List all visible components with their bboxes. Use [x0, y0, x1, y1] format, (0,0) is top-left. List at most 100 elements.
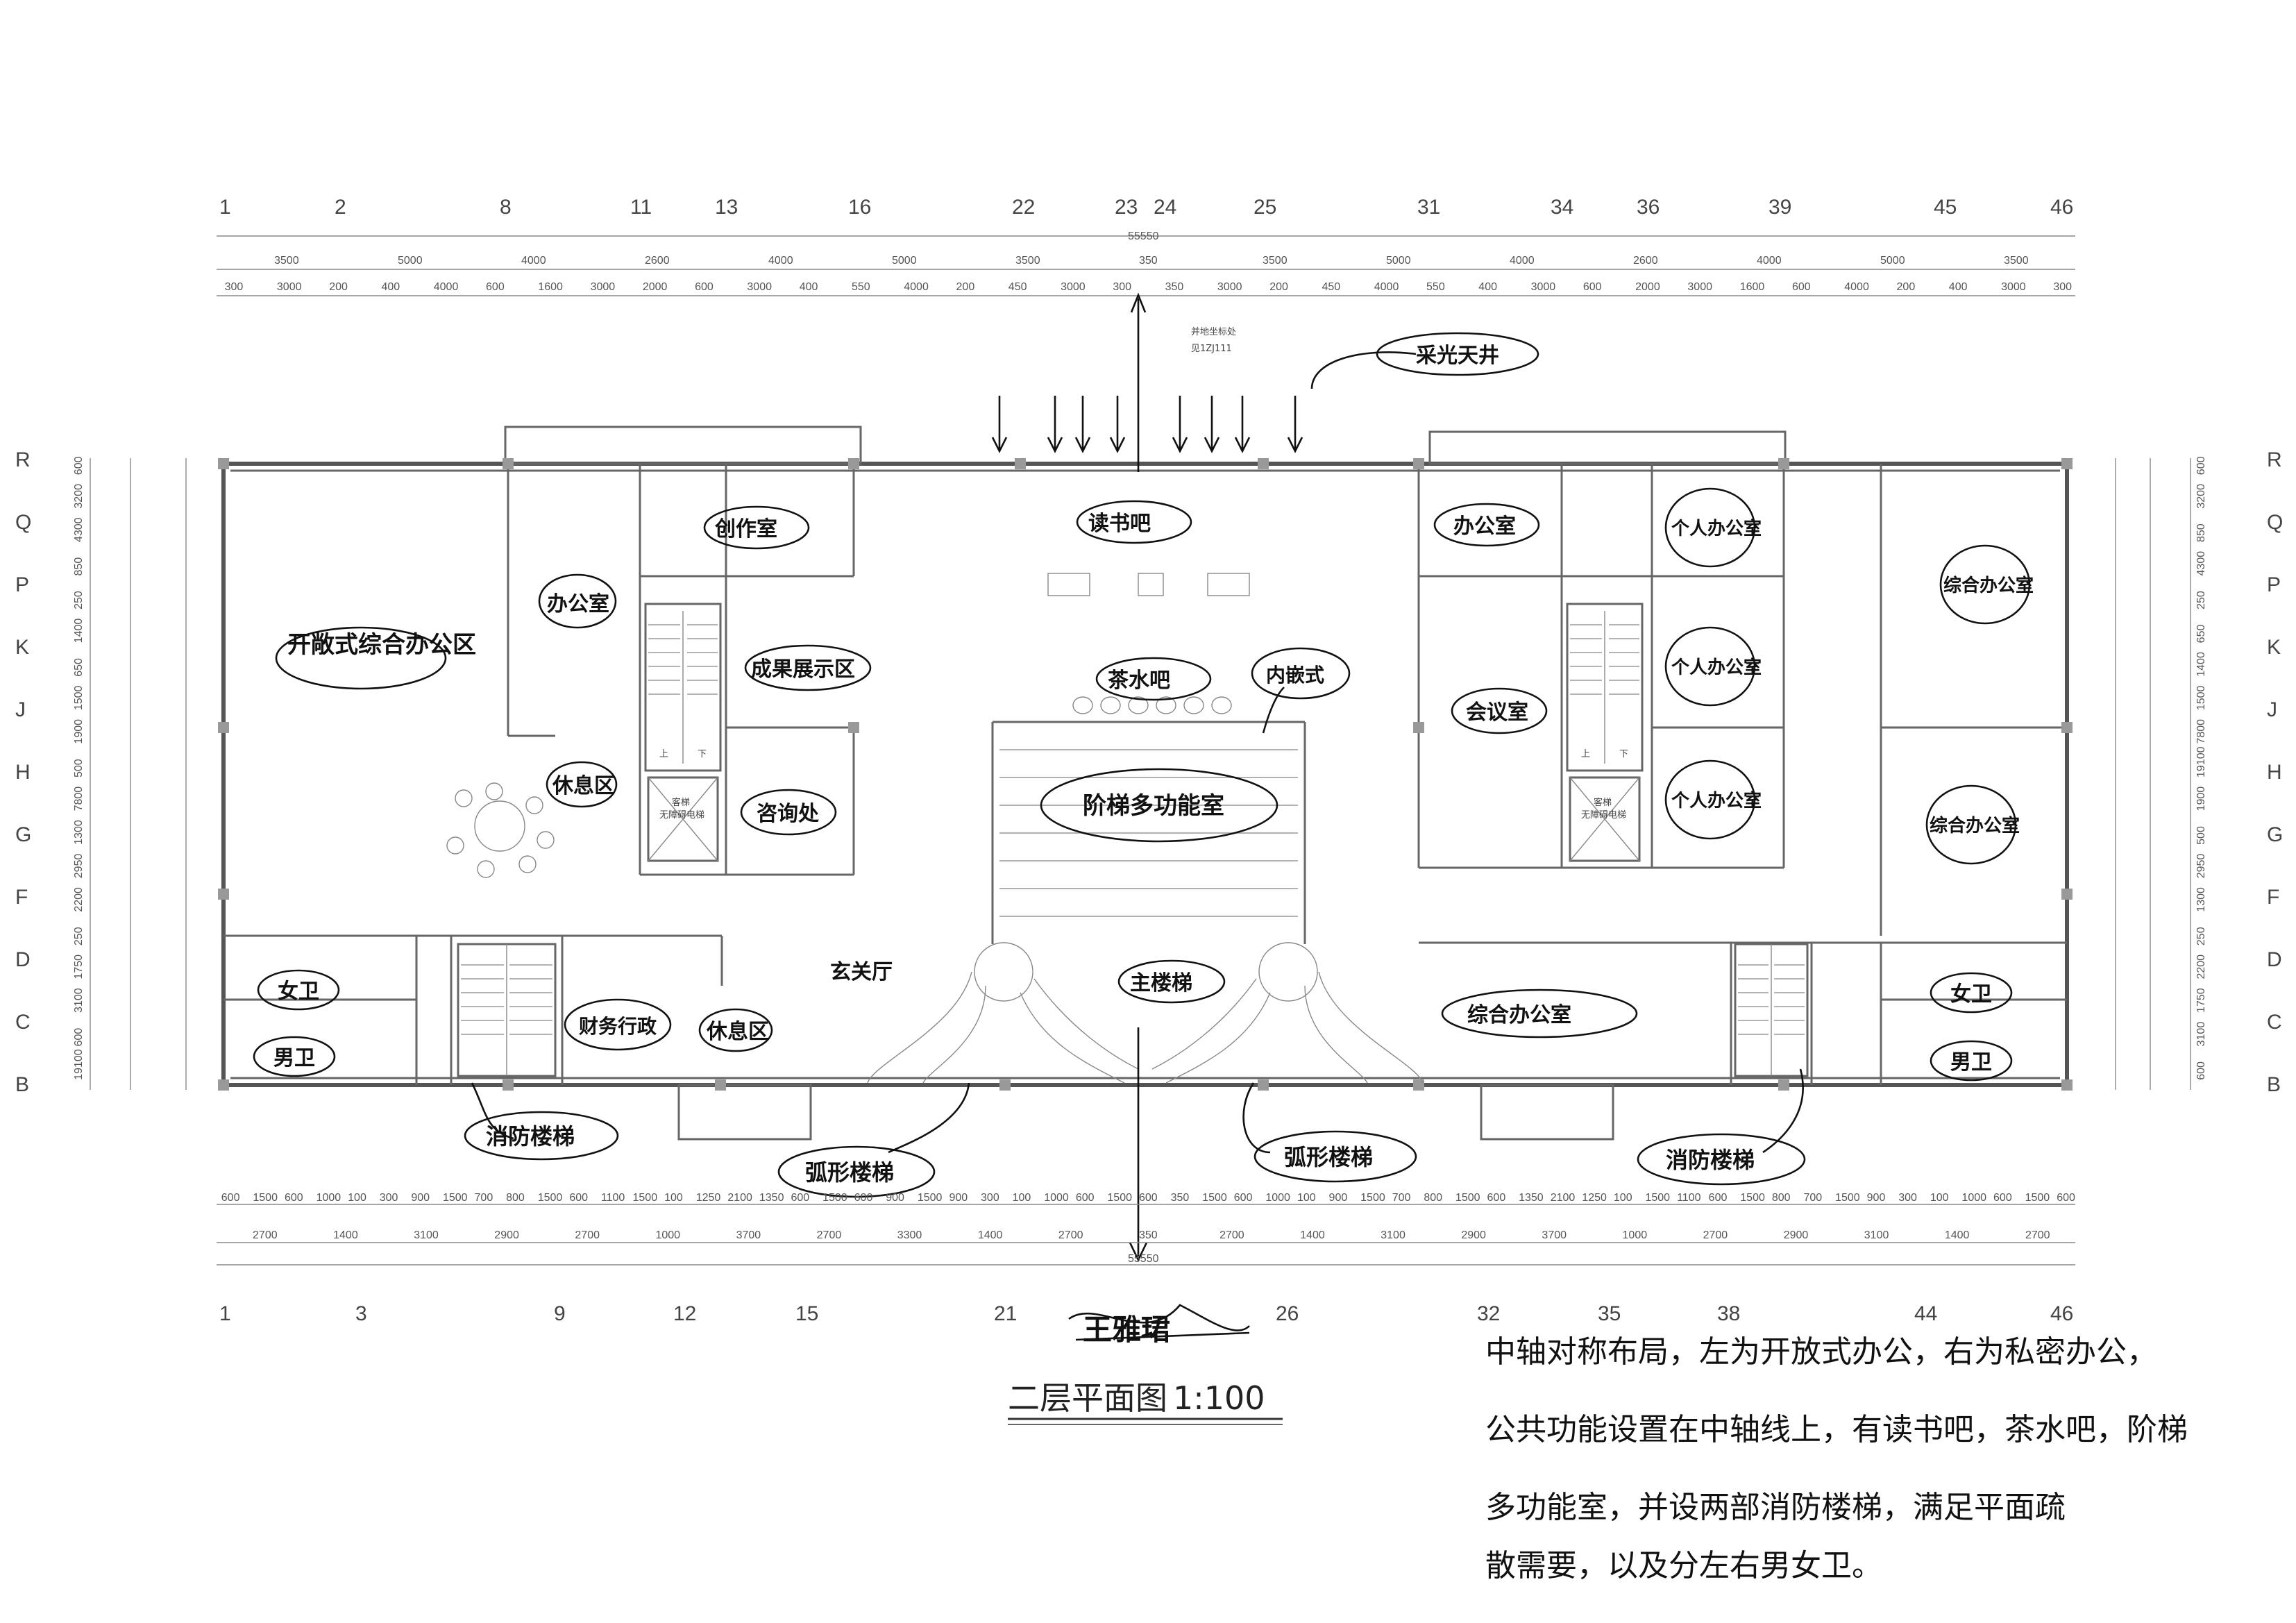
side-dimension-value: 2950: [2195, 854, 2207, 879]
room-general-office-3: 综合办公室: [1467, 1003, 1571, 1027]
dimension-value: 550: [1426, 281, 1445, 293]
dimension-value: 5000: [892, 255, 917, 267]
room-tea-bar: 茶水吧: [1108, 668, 1170, 693]
dimension-value: 3000: [277, 281, 302, 293]
dimension-value: 1000: [1044, 1192, 1069, 1204]
dimension-value: 1500: [1202, 1192, 1227, 1204]
dimension-value: 3700: [736, 1229, 761, 1241]
axis-letter: F: [2267, 886, 2279, 909]
dimension-value: 2100: [1551, 1192, 1576, 1204]
left-stair-down-label: 下: [698, 749, 707, 759]
room-office-right: 办公室: [1453, 514, 1516, 539]
dimension-value: 900: [949, 1192, 968, 1204]
dimension-value: 3000: [1217, 281, 1242, 293]
dimension-value: 3000: [1687, 281, 1712, 293]
dimension-value: 600: [285, 1192, 303, 1204]
dimension-value: 350: [1171, 1192, 1190, 1204]
side-dimension-value: 3200: [73, 484, 85, 509]
dimension-value: 1000: [316, 1192, 341, 1204]
dimension-value: 1500: [1645, 1192, 1670, 1204]
dimension-value: 600: [695, 281, 714, 293]
room-general-office-2: 综合办公室: [1930, 815, 2020, 836]
axis-top-23: 23: [1115, 196, 1138, 219]
dimension-value: 300: [1898, 1192, 1917, 1204]
dimension-value: 2600: [645, 255, 670, 267]
dimension-value: 600: [221, 1192, 240, 1204]
dimension-value: 600: [1583, 281, 1602, 293]
left-dimension-values: 6003200430085025014006501500190050078001…: [73, 456, 85, 1079]
dimension-value: 100: [1013, 1192, 1031, 1204]
side-dimension-value: 1400: [2195, 652, 2207, 677]
dimension-value: 300: [981, 1192, 999, 1204]
dimension-value: 1000: [1265, 1192, 1290, 1204]
side-dimension-value: 7800: [73, 787, 85, 812]
right-elevator: 客梯 无障碍电梯: [1569, 776, 1641, 862]
dimension-value: 2700: [817, 1229, 842, 1241]
axis-letter: H: [15, 761, 31, 784]
label-fire-stair-left: 消防楼梯: [486, 1123, 575, 1150]
axis-letter: B: [15, 1073, 29, 1096]
right-fire-stair: [1734, 943, 1809, 1077]
room-consultation: 咨询处: [757, 802, 819, 826]
room-mens-right: 男卫: [1950, 1050, 1992, 1075]
axis-bottom-46: 46: [2050, 1302, 2073, 1325]
side-dimension-value: 650: [2195, 625, 2207, 644]
dimension-value: 3100: [414, 1229, 439, 1241]
dimension-value: 350: [1139, 1229, 1158, 1241]
side-dimension-value: 600: [2195, 1061, 2207, 1080]
dimension-value: 4000: [521, 255, 546, 267]
side-dimension-value: 19100: [2195, 746, 2207, 777]
side-dimension-value: 600: [73, 1028, 85, 1047]
axis-bottom-21: 21: [994, 1302, 1017, 1325]
side-dimension-value: 1500: [73, 685, 85, 710]
dimension-value: 400: [1949, 281, 1968, 293]
dimension-value: 5000: [1386, 255, 1411, 267]
right-elevator-label-2: 无障碍电梯: [1581, 810, 1626, 821]
room-creative: 创作室: [714, 517, 777, 541]
side-dimension-value: 500: [2195, 826, 2207, 845]
dimension-value: 1500: [633, 1192, 658, 1204]
dimension-value: 200: [956, 281, 975, 293]
dimension-value: 1600: [1740, 281, 1765, 293]
axis-top-16: 16: [848, 196, 871, 219]
north-note-line-1: 并地坐标处: [1191, 327, 1236, 337]
dimension-value: 550: [852, 281, 870, 293]
room-lounge-left: 休息区: [552, 774, 615, 798]
dimension-value: 600: [1709, 1192, 1728, 1204]
axis-letter: D: [2267, 948, 2282, 971]
side-dimension-value: 1500: [2195, 685, 2207, 710]
dimension-value: 600: [1139, 1192, 1158, 1204]
dimension-value: 1500: [1740, 1192, 1765, 1204]
side-dimension-value: 1900: [73, 719, 85, 744]
dimension-value: 1500: [538, 1192, 563, 1204]
room-embedded: 内嵌式: [1266, 664, 1324, 687]
dimension-value: 600: [854, 1192, 873, 1204]
left-elevator-label-2: 无障碍电梯: [659, 810, 704, 821]
dimension-value: 4000: [1844, 281, 1869, 293]
dimension-value: 1250: [1582, 1192, 1607, 1204]
dimension-value: 2700: [253, 1229, 278, 1241]
dimension-value: 2900: [1784, 1229, 1809, 1241]
left-fire-stair: [457, 943, 557, 1077]
axis-top-31: 31: [1417, 196, 1440, 219]
dimension-value: 1100: [601, 1192, 625, 1204]
room-reading-bar: 读书吧: [1088, 512, 1151, 536]
axis-letter: B: [2267, 1073, 2281, 1096]
dimension-value: 600: [486, 281, 505, 293]
axis-letter: J: [15, 698, 26, 721]
room-private-office-1: 个人办公室: [1671, 518, 1762, 539]
side-dimension-value: 1300: [73, 820, 85, 845]
dimension-value: 4000: [1374, 281, 1399, 293]
dimension-value: 100: [1614, 1192, 1632, 1204]
side-dimension-value: 250: [73, 591, 85, 609]
dimension-value: 4000: [1757, 255, 1782, 267]
dimension-value: 1500: [1107, 1192, 1132, 1204]
signature: 王雅珺: [1068, 1304, 1250, 1347]
dimension-value: 3000: [2001, 281, 2026, 293]
axis-letter: G: [2267, 823, 2283, 846]
dimension-value: 1400: [333, 1229, 358, 1241]
side-dimension-value: 4300: [2195, 551, 2207, 576]
right-elevator-label-1: 客梯: [1594, 797, 1612, 808]
curved-stairs: [867, 942, 1424, 1084]
